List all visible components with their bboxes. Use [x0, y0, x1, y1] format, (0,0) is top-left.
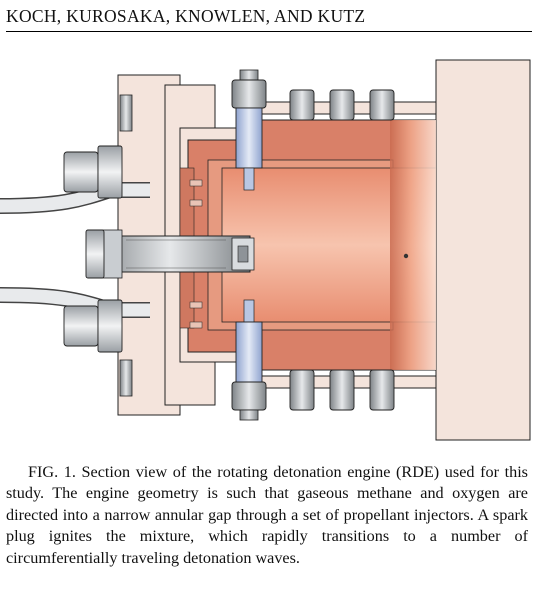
injector-bolts	[189, 179, 203, 329]
pressure-port-icon	[403, 253, 409, 259]
figure-caption: FIG. 1. Section view of the rotating det…	[6, 463, 528, 567]
rde-drawing	[0, 59, 531, 441]
top-port-fittings	[289, 89, 395, 121]
bottom-port-fittings	[289, 369, 395, 411]
figure-rde-section-view	[0, 40, 534, 450]
top-injector-fitting	[231, 69, 267, 191]
spark-plug	[89, 229, 255, 279]
left-fittings	[63, 145, 123, 353]
header-rule	[6, 31, 532, 32]
bottom-injector-fitting	[231, 299, 267, 421]
running-header: KOCH, KUROSAKA, KNOWLEN, AND KUTZ	[6, 6, 366, 26]
